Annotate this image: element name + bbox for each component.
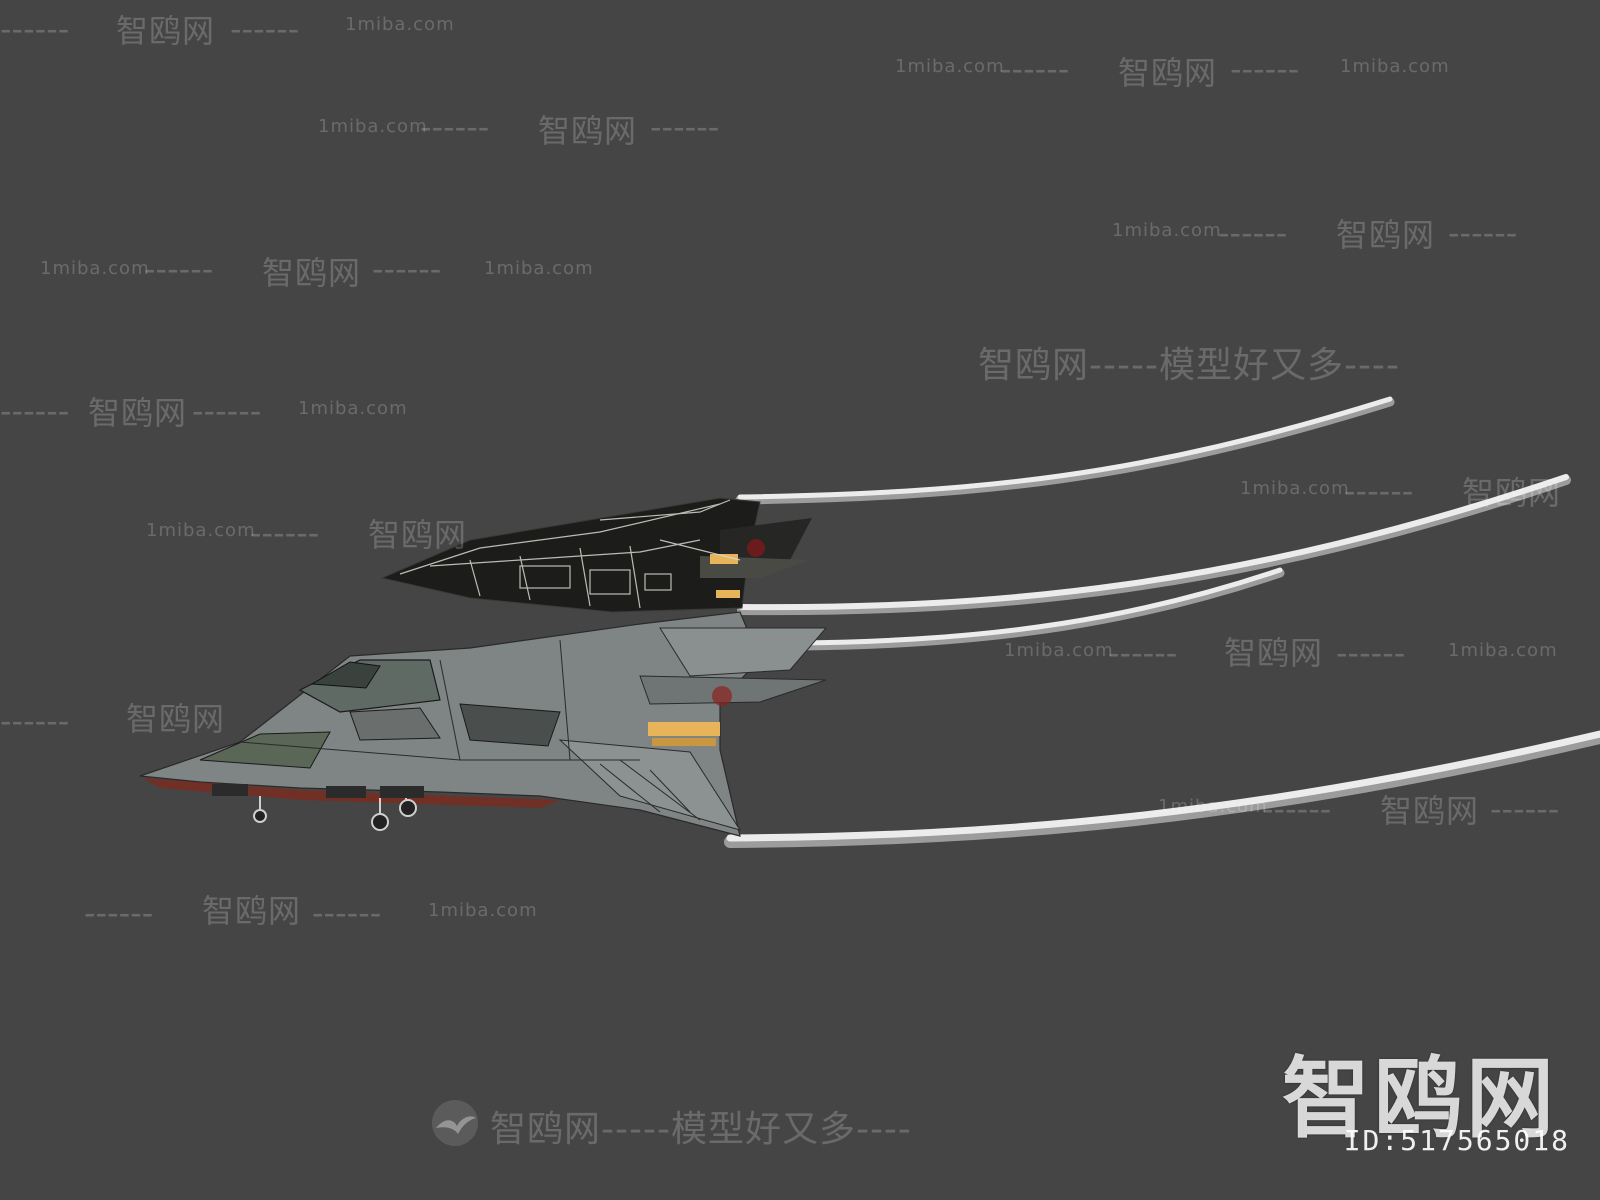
watermark-dashes: ------ xyxy=(1262,790,1332,828)
landing-gear xyxy=(253,796,417,831)
watermark-site: 1miba.com xyxy=(345,14,455,35)
watermark-dashes: ------ xyxy=(1448,214,1518,252)
watermark-dashes: ------ xyxy=(420,108,490,146)
watermark-dashes: ------ xyxy=(84,894,154,932)
watermark-site: 1miba.com xyxy=(428,900,538,921)
watermark-dashes: ------ xyxy=(1344,472,1414,510)
watermark-site: 1miba.com xyxy=(146,520,256,541)
contrail-1 xyxy=(735,397,1395,505)
watermark-brand: 智鸥网 xyxy=(262,254,362,292)
watermark-site: 1miba.com xyxy=(895,56,1005,77)
watermark-brand: 智鸥网 xyxy=(88,394,188,432)
watermark-brand: 智鸥网 xyxy=(538,112,638,150)
watermark-slogan: 智鸥网-----模型好又多---- xyxy=(490,1109,912,1150)
watermark-dashes: ------ xyxy=(312,894,382,932)
watermark-brand: 智鸥网 xyxy=(1462,474,1562,512)
brand-logo-text: 智鸥网 xyxy=(1281,1047,1558,1150)
watermark-dashes: ------ xyxy=(144,250,214,288)
watermark-brand: 智鸥网 xyxy=(1336,216,1436,254)
watermark-brand: 智鸥网 xyxy=(116,12,216,50)
watermark-brand: 智鸥网 xyxy=(126,700,226,738)
watermark-brand: 智鸥网 xyxy=(1224,634,1324,672)
watermark-site: 1miba.com xyxy=(1448,640,1558,661)
watermark-dashes: ------ xyxy=(0,10,70,48)
contrail-4 xyxy=(724,732,1600,848)
watermark-dashes: ------ xyxy=(0,392,70,430)
watermark-site: 1miba.com xyxy=(40,258,150,279)
watermark-site: 1miba.com xyxy=(1158,796,1268,817)
watermark-dashes: ------ xyxy=(250,514,320,552)
watermark-dashes: ------ xyxy=(1336,634,1406,672)
watermark-dashes: ------ xyxy=(1000,50,1070,88)
watermark-site: 1miba.com xyxy=(1004,640,1114,661)
watermark-dashes: ------ xyxy=(1490,790,1560,828)
watermark-dashes: ------ xyxy=(372,250,442,288)
watermark-dashes: ------ xyxy=(1230,50,1300,88)
dark-stealth-jet xyxy=(380,497,812,613)
watermark-brand: 智鸥网 xyxy=(202,892,302,930)
watermark-brand: 智鸥网 xyxy=(1118,54,1218,92)
grey-stealth-jet xyxy=(139,611,828,837)
seagull-icon xyxy=(432,1100,478,1146)
watermark-dashes: ------ xyxy=(1218,214,1288,252)
watermark-dashes: ------ xyxy=(650,108,720,146)
watermark-site: 1miba.com xyxy=(484,258,594,279)
watermark-site: 1miba.com xyxy=(1112,220,1222,241)
watermark-brand: 智鸥网 xyxy=(368,516,468,554)
watermark-dashes: ------ xyxy=(1108,634,1178,672)
watermark-slogan: 智鸥网-----模型好又多---- xyxy=(978,345,1400,386)
watermark-site: 1miba.com xyxy=(298,398,408,419)
watermark-site: 1miba.com xyxy=(1240,478,1350,499)
contrail-group xyxy=(724,396,1600,848)
watermark-dashes: ------ xyxy=(192,392,262,430)
watermark-dashes: ------ xyxy=(230,10,300,48)
image-id-label: ID:517565018 xyxy=(1343,1124,1570,1157)
watermark-dashes: ------ xyxy=(0,702,70,740)
watermark-brand: 智鸥网 xyxy=(1380,792,1480,830)
watermark-site: 1miba.com xyxy=(318,116,428,137)
contrail-3 xyxy=(795,568,1285,651)
watermark-site: 1miba.com xyxy=(1340,56,1450,77)
